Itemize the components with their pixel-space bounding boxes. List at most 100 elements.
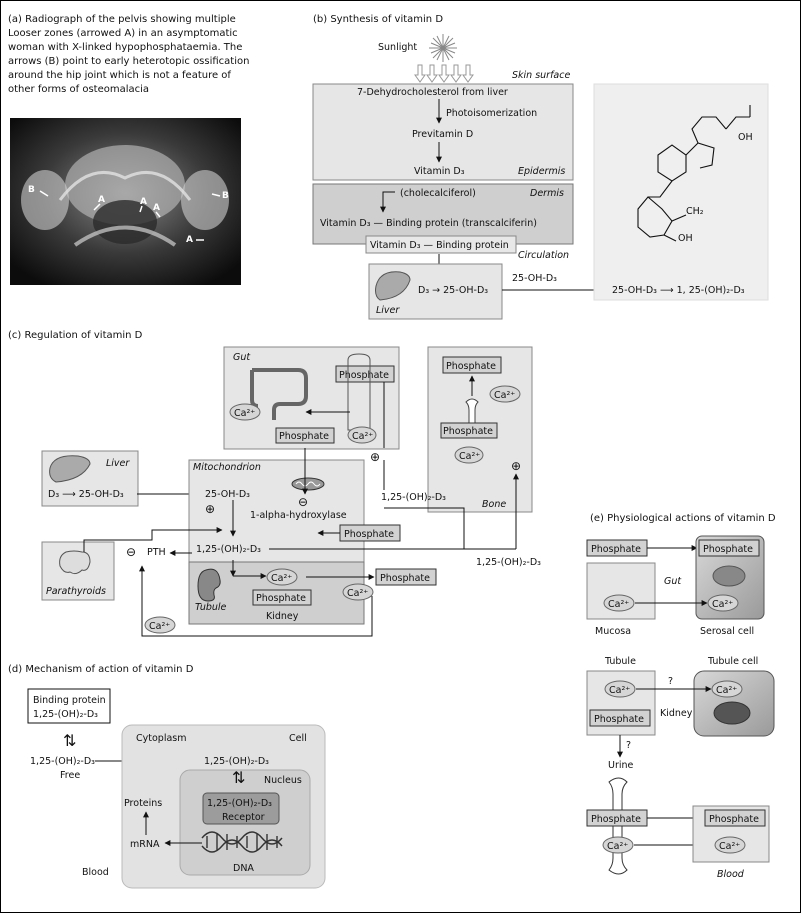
liver-label-b: Liver xyxy=(376,305,400,316)
e-serosal-ca-ellipse xyxy=(707,594,739,612)
c-dihydroxy-mid: 1,25-(OH)₂-D₃ xyxy=(381,492,446,503)
liver-conversion-c: D₃ ⟶ 25-OH-D₃ xyxy=(48,489,124,500)
bone-phosphate-label: Phosphate xyxy=(446,361,496,372)
dna-helix-icon xyxy=(201,831,283,853)
c-phosphate-chip-right xyxy=(375,568,437,586)
panel-a: (a) Radiograph of the pelvis showing mul… xyxy=(8,14,249,285)
tubule-label: Tubule xyxy=(195,602,227,613)
circulation-label: Circulation xyxy=(518,250,569,261)
e-bone-ca-label: Ca²⁺ xyxy=(607,841,628,852)
gut-phosphate-label-2: Phosphate xyxy=(279,431,329,442)
gut-ca-label-2: Ca²⁺ xyxy=(352,431,373,442)
c-ca-label-bottom: Ca²⁺ xyxy=(149,621,170,632)
radiograph-label-b-right: B xyxy=(222,191,229,201)
proteins-label: Proteins xyxy=(124,798,162,809)
c-phosphate-label-right: Phosphate xyxy=(380,573,430,584)
radiograph-label-a-4: A xyxy=(186,235,193,245)
e-question-2: ? xyxy=(626,740,631,751)
kidney-phosphate-chip xyxy=(252,589,312,606)
cytoplasm-value: 1,25-(OH)₂-D₃ xyxy=(204,756,269,767)
cell-label: Cell xyxy=(289,733,307,744)
e-tubule-cell-ca-label: Ca²⁺ xyxy=(716,685,737,696)
urine-label: Urine xyxy=(608,760,634,771)
binding-protein-value: 1,25-(OH)₂-D₃ xyxy=(33,709,98,720)
c-ca-ellipse-bottom xyxy=(144,616,176,634)
gut-phosphate-chip-2 xyxy=(275,427,335,444)
blood-label-d: Blood xyxy=(82,867,109,878)
e-gut-phosphate-label: Phosphate xyxy=(591,544,641,555)
sunlight-label: Sunlight xyxy=(378,42,417,53)
e-mucosa-ca-ellipse xyxy=(603,594,635,612)
intestine-icon xyxy=(250,368,308,420)
bone-ca-ellipse xyxy=(489,385,521,403)
e-serosal-ca-label: Ca²⁺ xyxy=(712,599,733,610)
free-label: Free xyxy=(60,770,80,781)
binding-protein-label: Binding protein xyxy=(33,695,106,706)
e-tubule-ca-ellipse xyxy=(604,680,636,698)
liver-conversion-b: D₃ → 25-OH-D₃ xyxy=(418,285,488,296)
dermis-label: Dermis xyxy=(530,188,564,199)
receptor-value: 1,25-(OH)₂-D₃ xyxy=(207,798,272,809)
e-question-1: ? xyxy=(668,676,673,687)
epidermis-label: Epidermis xyxy=(518,166,565,177)
e-bone-phosphate-label: Phosphate xyxy=(591,814,641,825)
radiograph-label-a-3: A xyxy=(153,203,160,213)
panel-c: (c) Regulation of vitamin D Gut Ca²⁺ Pho… xyxy=(8,330,541,637)
e-blood-ca-label: Ca²⁺ xyxy=(719,841,740,852)
arrow-label-25ohd3: 25-OH-D₃ xyxy=(512,273,557,284)
receptor-label: Receptor xyxy=(222,812,265,823)
receptor-box xyxy=(202,792,280,825)
e-tubule-phosphate-chip xyxy=(589,709,651,727)
panel-e-title: (e) Physiological actions of vitamin D xyxy=(590,513,776,524)
binding-line: Vitamin D₃ — Binding protein (transcalci… xyxy=(320,218,537,229)
nucleus-label: Nucleus xyxy=(264,775,302,786)
panel-b: (b) Synthesis of vitamin D Sunlight Skin… xyxy=(312,14,769,320)
equilibrium-arrow-1: ⇅ xyxy=(63,731,76,750)
equilibrium-arrow-2: ⇅ xyxy=(232,768,245,787)
parathyroids-label: Parathyroids xyxy=(46,586,106,597)
parathyroid-icon xyxy=(59,550,91,575)
e-kidney-label: Kidney xyxy=(660,708,693,719)
sun-icon xyxy=(429,34,457,62)
kidney-ca-label: Ca²⁺ xyxy=(271,573,292,584)
bone-ca-label: Ca²⁺ xyxy=(494,390,515,401)
panel-c-title: (c) Regulation of vitamin D xyxy=(8,330,143,341)
free-value: 1,25-(OH)₂-D₃ xyxy=(30,756,95,767)
panel-a-caption-5: around the hip joint which is not a feat… xyxy=(8,70,231,81)
photoiso-label: Photoisomerization xyxy=(446,108,537,119)
gut-ca-ellipse-2 xyxy=(347,426,377,444)
radiograph-label-b-left: B xyxy=(28,185,35,195)
bone-ca-ellipse-2 xyxy=(454,446,484,464)
vitamin-d3-label: Vitamin D₃ xyxy=(414,166,465,177)
gut-phosphate-chip xyxy=(335,365,395,383)
serosal-nucleus xyxy=(712,565,746,587)
pth-minus: ⊖ xyxy=(126,545,136,559)
mitochondrion-box xyxy=(188,459,365,563)
e-serosal-phosphate-label: Phosphate xyxy=(703,544,753,555)
skin-surface-label: Skin surface xyxy=(512,70,570,81)
pth-label: PTH xyxy=(147,547,166,558)
mucosa-label: Mucosa xyxy=(595,626,631,637)
kidney-phosphate-label: Phosphate xyxy=(256,593,306,604)
chem-ch2: CH₂ xyxy=(686,206,704,217)
previtamin-label: Previtamin D xyxy=(412,129,473,140)
circulation-box xyxy=(365,235,517,254)
kidney-label: Kidney xyxy=(266,611,299,622)
gut-ca-ellipse xyxy=(229,403,261,421)
kidney-ca-ellipse xyxy=(266,568,298,586)
dermis-box xyxy=(312,183,574,245)
gut-ca-label: Ca²⁺ xyxy=(234,408,255,419)
bone-phosphate-chip xyxy=(442,356,502,374)
circulation-binding-label: Vitamin D₃ — Binding protein xyxy=(370,240,509,251)
bone-label: Bone xyxy=(482,499,506,510)
panel-d: (d) Mechanism of action of vitamin D Bin… xyxy=(8,664,326,889)
mitochondrion-label: Mitochondrion xyxy=(193,462,261,473)
chemical-structure-box xyxy=(593,83,769,301)
liver-icon xyxy=(375,271,411,301)
e-bone-ca-ellipse xyxy=(602,836,634,854)
e-tubule-ca-label: Ca²⁺ xyxy=(609,685,630,696)
tubule-label-e: Tubule xyxy=(604,656,636,667)
e-blood-ca-ellipse xyxy=(714,836,746,854)
chem-oh-top: OH xyxy=(738,132,753,143)
e-tubule-phosphate-label: Phosphate xyxy=(594,714,644,725)
